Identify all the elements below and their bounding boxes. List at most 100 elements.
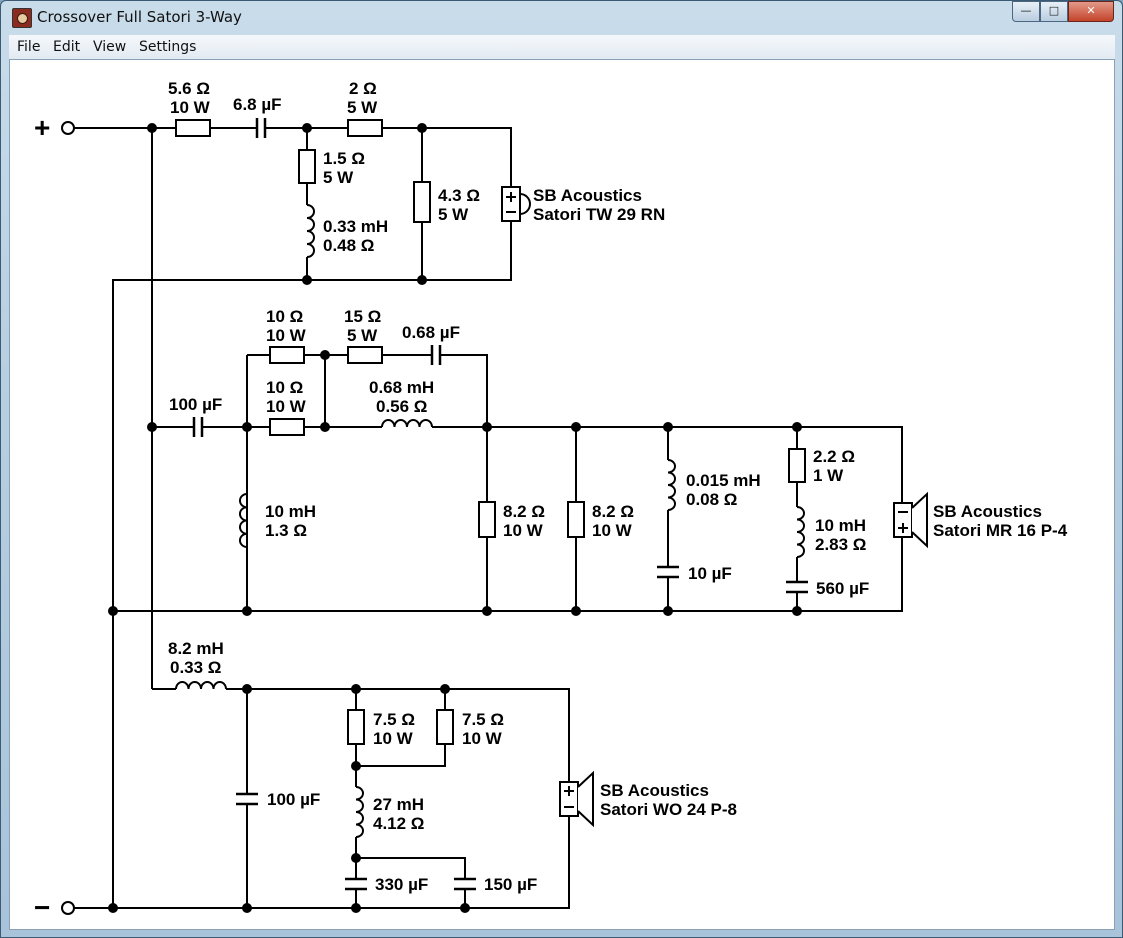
tweeter-model: Satori TW 29 RN bbox=[533, 205, 665, 224]
plus-terminal[interactable] bbox=[61, 121, 75, 135]
speaker-app-icon bbox=[12, 8, 32, 28]
label-la-value: 0.68 mH bbox=[369, 378, 434, 397]
capacitor-560-uf[interactable] bbox=[786, 580, 808, 594]
resistor-1-5-ohm[interactable] bbox=[298, 149, 316, 184]
label-r75a-value: 7.5 Ω bbox=[373, 710, 415, 729]
label-l10b-value: 10 mH bbox=[815, 516, 866, 535]
label-l1-value: 0.33 mH bbox=[323, 217, 388, 236]
label-r75a-power: 10 W bbox=[373, 729, 414, 748]
label-l015-resistance: 0.08 Ω bbox=[686, 490, 737, 509]
drivers bbox=[501, 186, 928, 828]
wires bbox=[74, 127, 903, 909]
midrange-brand: SB Acoustics bbox=[933, 502, 1042, 521]
inductor-8-2-mh[interactable] bbox=[175, 681, 227, 690]
minus-sign: − bbox=[34, 892, 50, 923]
capacitor-6-8-uf[interactable] bbox=[255, 118, 267, 138]
inductor-0-68-mh[interactable] bbox=[381, 419, 433, 428]
inductor-10-mh-b[interactable] bbox=[796, 506, 805, 558]
label-r3-value: 1.5 Ω bbox=[323, 149, 365, 168]
capacitor-100-uf-mid[interactable] bbox=[192, 417, 204, 437]
label-r82b-value: 8.2 Ω bbox=[592, 502, 634, 521]
resistor-2-2-ohm[interactable] bbox=[788, 448, 806, 483]
woofer-model: Satori WO 24 P-8 bbox=[600, 800, 737, 819]
label-r2-value: 2 Ω bbox=[349, 79, 377, 98]
inductor-10-mh[interactable] bbox=[238, 493, 248, 548]
label-c100-mid: 100 µF bbox=[169, 395, 222, 414]
label-ra-value: 10 Ω bbox=[266, 307, 303, 326]
menu-bar: File Edit View Settings bbox=[9, 35, 1115, 60]
inductor-0-33-mh[interactable] bbox=[306, 204, 315, 258]
label-la-resistance: 0.56 Ω bbox=[376, 397, 427, 416]
capacitor-10-uf[interactable] bbox=[657, 565, 679, 579]
resistor-4-3-ohm[interactable] bbox=[413, 181, 431, 223]
resistors bbox=[175, 119, 806, 745]
menu-edit[interactable]: Edit bbox=[53, 39, 81, 55]
resistor-5-6-ohm[interactable] bbox=[175, 119, 211, 137]
menu-view[interactable]: View bbox=[93, 39, 127, 55]
label-c150: 150 µF bbox=[484, 875, 537, 894]
resistor-8-2-ohm-a[interactable] bbox=[478, 501, 496, 538]
resistor-2-ohm[interactable] bbox=[347, 119, 383, 137]
menu-file[interactable]: File bbox=[17, 39, 41, 55]
label-rc-power: 10 W bbox=[266, 397, 307, 416]
capacitor-100-uf-woofer[interactable] bbox=[236, 792, 258, 806]
tweeter-speaker-icon[interactable] bbox=[501, 186, 531, 222]
woofer-brand: SB Acoustics bbox=[600, 781, 709, 800]
maximize-button[interactable]: □ bbox=[1040, 1, 1068, 22]
label-r82a-value: 8.2 Ω bbox=[503, 502, 545, 521]
resistor-8-2-ohm-b[interactable] bbox=[567, 501, 585, 538]
label-c1: 6.8 µF bbox=[233, 95, 282, 114]
tweeter-brand: SB Acoustics bbox=[533, 186, 642, 205]
capacitor-0-68-uf[interactable] bbox=[430, 345, 442, 365]
crossover-schematic: + − bbox=[34, 79, 1068, 923]
label-rb-value: 15 Ω bbox=[344, 307, 381, 326]
midrange-speaker-icon[interactable] bbox=[893, 491, 928, 549]
resistor-7-5-ohm-a[interactable] bbox=[347, 709, 365, 745]
label-r3-power: 5 W bbox=[323, 168, 354, 187]
resistor-7-5-ohm-b[interactable] bbox=[436, 709, 454, 745]
window-title: Crossover Full Satori 3-Way bbox=[37, 8, 242, 26]
terminals: + − bbox=[34, 112, 75, 923]
component-labels: 5.6 Ω 10 W 6.8 µF 2 Ω 5 W 1.5 Ω 5 W 0.33… bbox=[168, 79, 1068, 894]
label-r82a-power: 10 W bbox=[503, 521, 544, 540]
label-ca: 0.68 µF bbox=[402, 323, 460, 342]
label-r4-value: 4.3 Ω bbox=[438, 186, 480, 205]
inductor-0-015-mh[interactable] bbox=[667, 459, 676, 511]
label-l1-resistance: 0.48 Ω bbox=[323, 236, 374, 255]
label-l10b-resistance: 2.83 Ω bbox=[815, 535, 866, 554]
close-button[interactable]: ✕ bbox=[1068, 1, 1114, 22]
woofer-speaker-icon[interactable] bbox=[559, 770, 594, 828]
schematic-canvas[interactable]: + − bbox=[9, 59, 1115, 930]
label-c330: 330 µF bbox=[375, 875, 428, 894]
label-rc-value: 10 Ω bbox=[266, 378, 303, 397]
capacitor-330-uf[interactable] bbox=[345, 877, 367, 891]
label-rb-power: 5 W bbox=[347, 326, 378, 345]
midrange-model: Satori MR 16 P-4 bbox=[933, 521, 1068, 540]
title-bar[interactable]: Crossover Full Satori 3-Way — □ ✕ bbox=[1, 1, 1122, 35]
label-r4-power: 5 W bbox=[438, 205, 469, 224]
menu-settings[interactable]: Settings bbox=[139, 39, 197, 55]
plus-sign: + bbox=[34, 112, 50, 143]
label-l82-value: 8.2 mH bbox=[168, 639, 224, 658]
window-controls: — □ ✕ bbox=[1012, 1, 1114, 22]
resistor-15-ohm[interactable] bbox=[347, 346, 383, 364]
label-l27-value: 27 mH bbox=[373, 795, 424, 814]
label-r82b-power: 10 W bbox=[592, 521, 633, 540]
label-ra-power: 10 W bbox=[266, 326, 307, 345]
resistor-10-ohm-a[interactable] bbox=[269, 346, 305, 364]
label-r1-value: 5.6 Ω bbox=[168, 79, 210, 98]
label-r22-power: 1 W bbox=[813, 466, 844, 485]
inductor-27-mh[interactable] bbox=[355, 786, 364, 838]
label-c100-woofer: 100 µF bbox=[267, 790, 320, 809]
inductors bbox=[175, 204, 805, 838]
capacitor-150-uf[interactable] bbox=[454, 877, 476, 891]
label-c10: 10 µF bbox=[688, 564, 732, 583]
minus-terminal[interactable] bbox=[61, 901, 75, 915]
minimize-button[interactable]: — bbox=[1012, 1, 1040, 22]
resistor-10-ohm-b[interactable] bbox=[269, 418, 305, 436]
label-l10-value: 10 mH bbox=[265, 502, 316, 521]
label-r75b-power: 10 W bbox=[462, 729, 503, 748]
junction-dots bbox=[108, 123, 802, 913]
label-l82-resistance: 0.33 Ω bbox=[170, 658, 221, 677]
